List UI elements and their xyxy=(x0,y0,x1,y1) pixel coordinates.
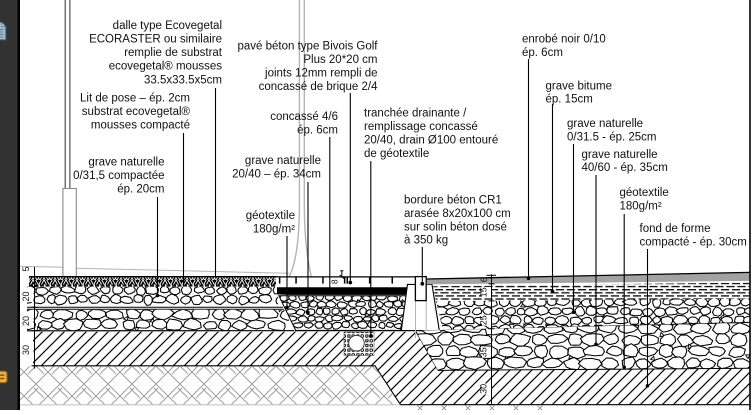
svg-text:6: 6 xyxy=(479,277,489,282)
svg-text:ép. 6cm: ép. 6cm xyxy=(522,47,563,59)
svg-text:de géotextile: de géotextile xyxy=(364,148,429,160)
svg-text:grave naturelle: grave naturelle xyxy=(567,118,643,130)
svg-text:à 350 kg: à 350 kg xyxy=(404,235,448,247)
svg-text:bordure béton CR1: bordure béton CR1 xyxy=(404,194,502,206)
svg-text:enrobé noir 0/10: enrobé noir 0/10 xyxy=(522,34,606,46)
svg-text:concassé de brique 2/4: concassé de brique 2/4 xyxy=(259,81,379,93)
svg-text:0/31,5 compactée: 0/31,5 compactée xyxy=(73,170,164,182)
svg-text:joints 12mm rempli de: joints 12mm rempli de xyxy=(264,68,377,80)
svg-text:sur solin béton dosé: sur solin béton dosé xyxy=(404,221,507,233)
svg-text:180g/m²: 180g/m² xyxy=(620,200,662,212)
svg-text:remplissage concassé: remplissage concassé xyxy=(364,121,478,133)
svg-text:180g/m²: 180g/m² xyxy=(253,223,295,235)
svg-text:15: 15 xyxy=(479,287,489,297)
svg-text:dalle type Ecovegetal: dalle type Ecovegetal xyxy=(113,20,222,32)
svg-text:arasée 8x20x100 cm: arasée 8x20x100 cm xyxy=(404,208,511,220)
svg-text:20: 20 xyxy=(21,291,31,301)
svg-text:grave naturelle: grave naturelle xyxy=(245,155,321,167)
svg-text:grave naturelle: grave naturelle xyxy=(582,149,658,161)
svg-text:0/31.5 - ép. 25cm: 0/31.5 - ép. 25cm xyxy=(567,131,657,143)
svg-text:grave bitume: grave bitume xyxy=(546,80,612,92)
svg-text:compacté - ép. 30cm: compacté - ép. 30cm xyxy=(640,236,747,248)
svg-text:5: 5 xyxy=(21,266,31,271)
svg-text:géotextile: géotextile xyxy=(620,187,669,199)
svg-text:ecovegetal® mousses: ecovegetal® mousses xyxy=(109,61,223,73)
svg-text:20/40 – ép. 34cm: 20/40 – ép. 34cm xyxy=(232,169,321,181)
svg-text:Plus 20*20 cm: Plus 20*20 cm xyxy=(303,54,377,66)
svg-text:8: 8 xyxy=(330,279,340,284)
svg-text:pavé béton type Bivois Golf: pavé béton type Bivois Golf xyxy=(238,40,379,52)
svg-text:30: 30 xyxy=(479,384,489,394)
svg-text:mousses compacté: mousses compacté xyxy=(91,120,190,132)
svg-text:ép. 15cm: ép. 15cm xyxy=(546,94,593,106)
svg-text:20: 20 xyxy=(21,316,31,326)
svg-text:35: 35 xyxy=(479,347,489,357)
svg-text:géotextile: géotextile xyxy=(246,210,295,222)
svg-text:ECORASTER ou similaire: ECORASTER ou similaire xyxy=(89,34,222,46)
svg-text:20/40, drain Ø100 entouré: 20/40, drain Ø100 entouré xyxy=(364,134,498,146)
svg-text:40/60 - ép. 35cm: 40/60 - ép. 35cm xyxy=(582,162,668,174)
svg-text:fond de forme: fond de forme xyxy=(640,223,711,235)
svg-text:ép. 20cm: ép. 20cm xyxy=(117,184,164,196)
svg-text:Lit de pose – ép. 2cm: Lit de pose – ép. 2cm xyxy=(80,92,190,104)
svg-text:33.5x33.5x5cm: 33.5x33.5x5cm xyxy=(144,74,222,86)
svg-text:30: 30 xyxy=(21,345,31,355)
svg-text:grave naturelle: grave naturelle xyxy=(88,156,164,168)
svg-text:ép. 6cm: ép. 6cm xyxy=(297,125,338,137)
svg-text:substrat ecovegetal®: substrat ecovegetal® xyxy=(82,106,191,118)
svg-text:remplie de substrat: remplie de substrat xyxy=(124,47,223,59)
svg-text:25: 25 xyxy=(479,315,489,325)
svg-text:tranchée drainante /: tranchée drainante / xyxy=(364,107,467,119)
svg-text:concassé 4/6: concassé 4/6 xyxy=(270,111,338,123)
